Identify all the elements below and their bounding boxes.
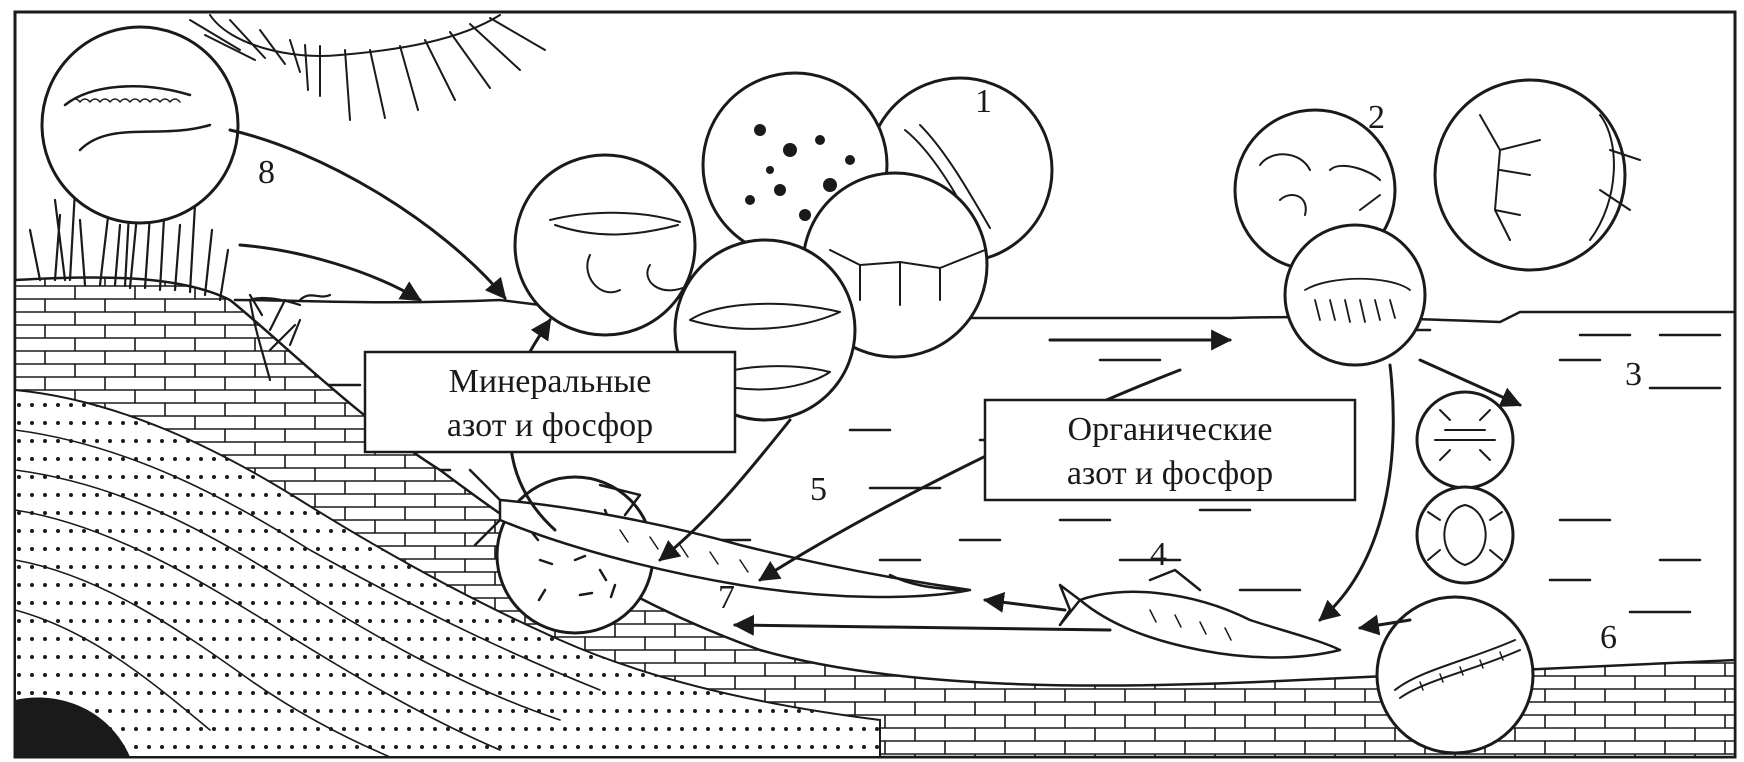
label-3: 3 xyxy=(1625,356,1642,393)
label-5: 5 xyxy=(810,471,827,508)
group-8-worms xyxy=(42,27,238,223)
mineral-nutrients-box: Минеральные азот и фосфор xyxy=(365,352,735,452)
label-1: 1 xyxy=(975,83,992,120)
organic-line-2: азот и фосфор xyxy=(1067,455,1273,492)
mineral-line-1: Минеральные xyxy=(449,363,652,400)
organic-nutrients-box: Органические азот и фосфор xyxy=(985,400,1355,500)
label-2: 2 xyxy=(1368,99,1385,136)
organic-line-1: Органические xyxy=(1068,411,1273,448)
label-8: 8 xyxy=(258,154,275,191)
label-6: 6 xyxy=(1600,619,1617,656)
label-7: 7 xyxy=(718,579,735,616)
mineral-line-2: азот и фосфор xyxy=(447,407,653,444)
label-4: 4 xyxy=(1150,536,1167,573)
